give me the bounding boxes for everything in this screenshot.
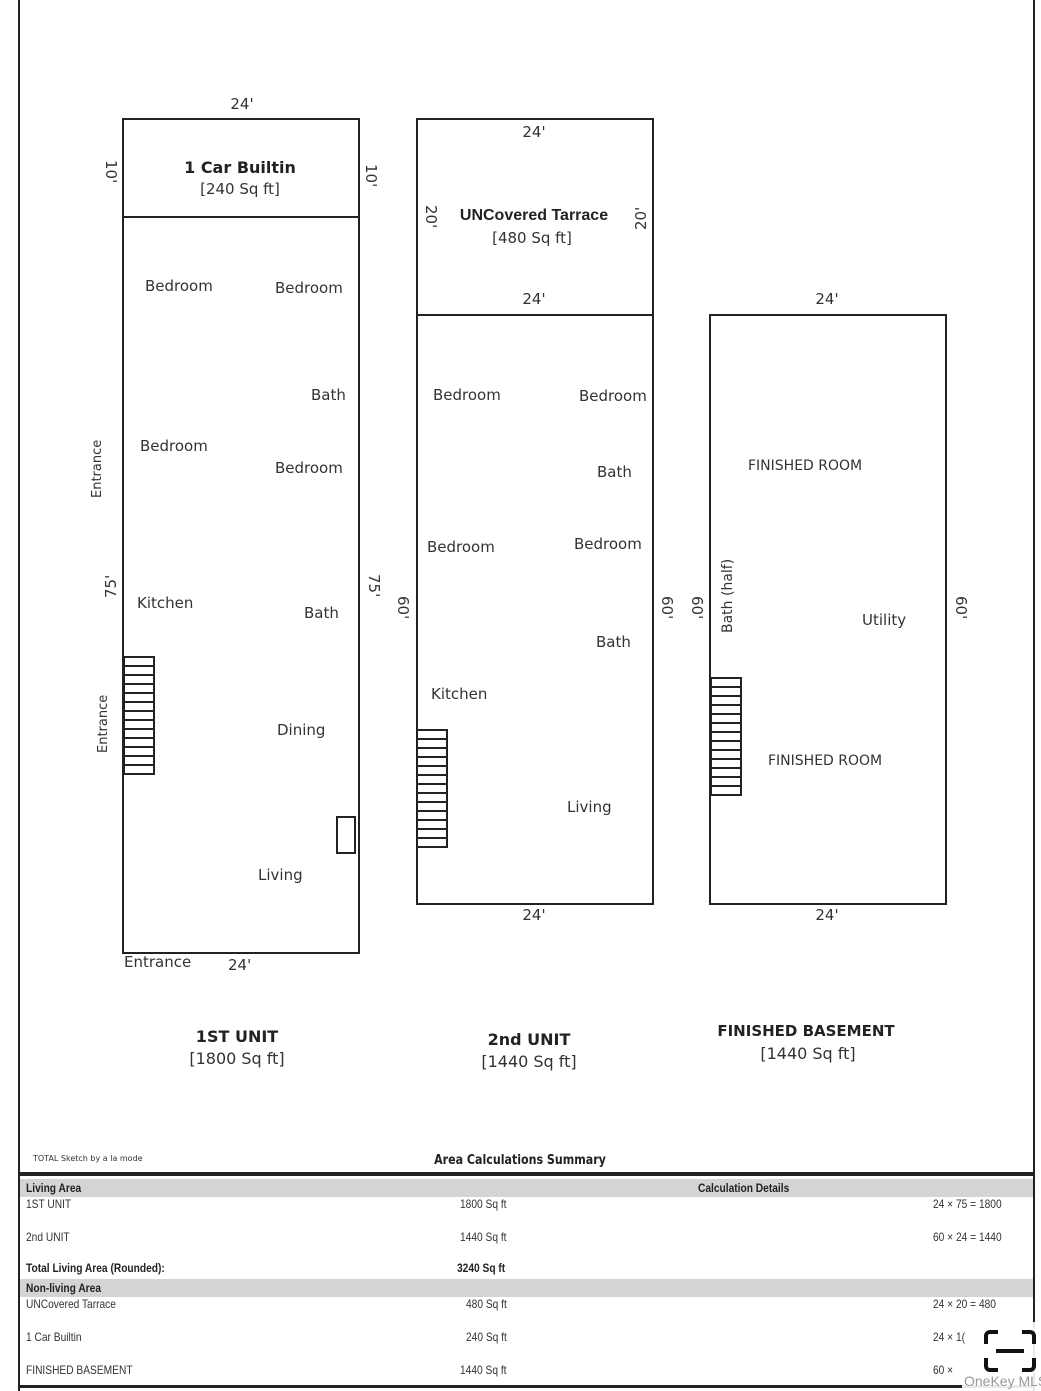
row-name: 2nd UNIT xyxy=(26,1230,70,1244)
row-calc: 60 × xyxy=(933,1363,954,1377)
entrance-label: Entrance xyxy=(124,953,192,971)
calc-header: Calculation Details xyxy=(698,1181,790,1195)
garage-area: [240 Sq ft] xyxy=(200,180,280,198)
row-name: UNCovered Tarrace xyxy=(26,1297,116,1311)
garage-outline xyxy=(122,118,360,954)
room-label: Bath xyxy=(304,604,339,622)
room-label: FINISHED ROOM xyxy=(768,753,883,769)
dim-label: 60' xyxy=(688,596,706,620)
row-area: 1800 Sq ft xyxy=(460,1197,507,1211)
row-calc: 24 × 75 = 1800 xyxy=(933,1197,1002,1211)
table-row: FINISHED BASEMENT 1440 Sq ft 60 × xyxy=(20,1363,1033,1381)
table-row: UNCovered Tarrace 480 Sq ft 24 × 20 = 48… xyxy=(20,1297,1033,1315)
dim-label: 75' xyxy=(365,574,383,598)
dim-label: 10' xyxy=(102,160,120,184)
page-frame xyxy=(18,0,1035,1391)
door-symbol xyxy=(336,816,356,854)
room-label: Bath xyxy=(596,633,631,651)
stairs xyxy=(123,656,155,775)
room-label: FINISHED ROOM xyxy=(748,458,863,474)
stairs xyxy=(710,677,742,796)
nonliving-header: Non-living Area xyxy=(26,1281,101,1295)
dim-label: 20' xyxy=(422,205,440,229)
row-name: FINISHED BASEMENT xyxy=(26,1363,133,1377)
entrance-label: Entrance xyxy=(96,694,111,753)
room-label: Bedroom xyxy=(579,387,647,405)
dim-label: 24' xyxy=(230,95,254,113)
row-name: 1ST UNIT xyxy=(26,1197,72,1211)
credit-text: TOTAL Sketch by a la mode xyxy=(33,1154,143,1163)
basement-area: [1440 Sq ft] xyxy=(760,1044,856,1063)
nonliving-header-row: Non-living Area xyxy=(20,1279,1033,1297)
scan-icon[interactable] xyxy=(962,1322,1041,1391)
row-area: 480 Sq ft xyxy=(466,1297,507,1311)
row-name: 1 Car Builtin xyxy=(26,1330,82,1344)
room-label: Kitchen xyxy=(431,685,488,703)
room-label: Bath xyxy=(311,386,346,404)
room-label: Bath (half) xyxy=(720,558,736,633)
room-label: Bath xyxy=(597,463,632,481)
dim-label: 60' xyxy=(658,596,676,620)
dim-label: 24' xyxy=(522,123,546,141)
dim-label: 24' xyxy=(522,290,546,308)
basement-name: FINISHED BASEMENT xyxy=(717,1022,895,1040)
room-label: Bedroom xyxy=(145,277,213,295)
room-label: Living xyxy=(258,866,303,884)
dim-label: 60' xyxy=(952,596,970,620)
table-row: 2nd UNIT 1440 Sq ft 60 × 24 = 1440 xyxy=(20,1230,1033,1248)
garage-divider xyxy=(122,216,360,218)
room-label: Bedroom xyxy=(275,459,343,477)
room-label: Bedroom xyxy=(433,386,501,404)
room-label: Bedroom xyxy=(140,437,208,455)
row-area: 1440 Sq ft xyxy=(460,1230,507,1244)
unit1-name: 1ST UNIT xyxy=(195,1027,279,1046)
row-calc: 60 × 24 = 1440 xyxy=(933,1230,1002,1244)
total-value: 3240 Sq ft xyxy=(457,1261,506,1275)
garage-name: 1 Car Builtin xyxy=(184,158,296,177)
dim-label: 24' xyxy=(815,906,839,924)
basement-outline xyxy=(709,314,947,905)
dim-label: 24' xyxy=(815,290,839,308)
dim-label: 24' xyxy=(522,906,546,924)
living-header: Living Area xyxy=(26,1181,82,1195)
row-calc: 24 × 20 = 480 xyxy=(933,1297,996,1311)
dim-label: 60' xyxy=(394,596,412,620)
watermark: OneKey MLS xyxy=(964,1373,1041,1389)
area-summary-table: Living Area Calculation Details 1ST UNIT… xyxy=(20,1172,1033,1388)
room-label: Living xyxy=(567,798,612,816)
stairs xyxy=(416,729,448,848)
unit2-outline xyxy=(416,118,654,905)
table-row: 1 Car Builtin 240 Sq ft 24 × 1( xyxy=(20,1330,1033,1348)
table-row: 1ST UNIT 1800 Sq ft 24 × 75 = 1800 xyxy=(20,1197,1033,1215)
terrace-name: UNCovered Tarrace xyxy=(459,207,609,224)
dim-label: 24' xyxy=(228,956,252,974)
entrance-label: Entrance xyxy=(90,439,105,498)
living-header-row: Living Area Calculation Details xyxy=(20,1179,1033,1197)
row-area: 240 Sq ft xyxy=(466,1330,507,1344)
dim-label: 10' xyxy=(362,164,380,188)
dim-label: 20' xyxy=(632,206,650,230)
unit2-area: [1440 Sq ft] xyxy=(481,1052,577,1071)
room-label: Dining xyxy=(277,721,326,739)
unit2-name: 2nd UNIT xyxy=(487,1030,571,1049)
row-calc: 24 × 1( xyxy=(933,1330,966,1344)
dim-label: 75' xyxy=(102,574,120,598)
terrace-area: [480 Sq ft] xyxy=(492,229,572,247)
total-row: Total Living Area (Rounded): 3240 Sq ft xyxy=(20,1261,1033,1279)
room-label: Kitchen xyxy=(137,594,194,612)
room-label: Bedroom xyxy=(574,535,642,553)
total-label: Total Living Area (Rounded): xyxy=(26,1261,165,1275)
room-label: Bedroom xyxy=(275,279,343,297)
row-area: 1440 Sq ft xyxy=(460,1363,507,1377)
unit1-area: [1800 Sq ft] xyxy=(189,1049,285,1068)
room-label: Utility xyxy=(862,611,907,629)
terrace-divider xyxy=(416,314,654,316)
summary-title: Area Calculations Summary xyxy=(434,1153,606,1168)
room-label: Bedroom xyxy=(427,538,495,556)
